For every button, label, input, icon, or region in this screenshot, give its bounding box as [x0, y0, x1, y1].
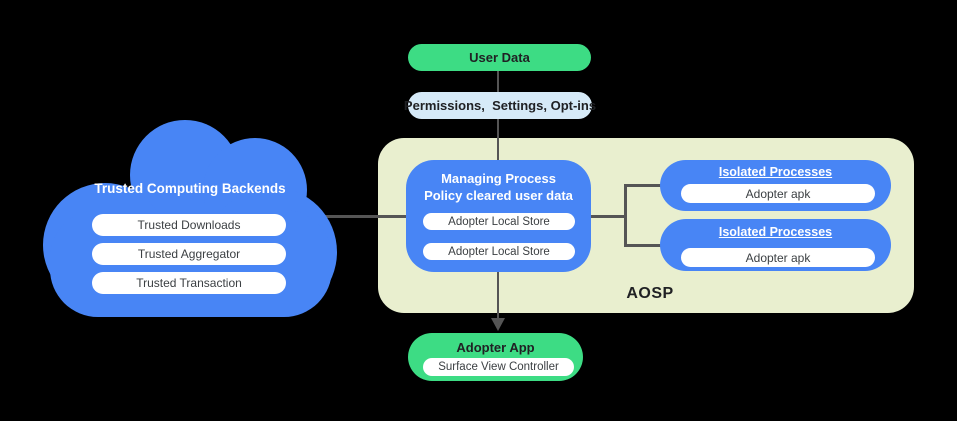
adopter-app-title: Adopter App [456, 340, 535, 355]
adopter-apk-pill-2: Adopter apk [681, 248, 875, 267]
permissions-settings-pill: Permissions, Settings, Opt-ins [404, 92, 596, 119]
cloud-title: Trusted Computing Backends [94, 181, 286, 196]
isolated-processes-title-1: Isolated Processes [718, 165, 833, 179]
isolated-processes-title-2: Isolated Processes [718, 225, 833, 239]
managing-process-title-line1: Managing Process [441, 171, 556, 186]
managing-process-title: Managing Process Policy cleared user dat… [406, 170, 591, 204]
arrow-down-icon [491, 318, 505, 331]
managing-process-title-line2: Policy cleared user data [424, 188, 573, 203]
aosp-label: AOSP [626, 285, 674, 302]
connector-cloud-managing [320, 215, 406, 218]
isolated-processes-box-1: Isolated Processes Adopter apk [660, 160, 891, 211]
connector-permissions-managing [497, 119, 499, 160]
connector-branch-isolated-1 [624, 184, 662, 187]
connector-managing-adopter [497, 272, 499, 319]
trusted-aggregator-pill: Trusted Aggregator [92, 243, 286, 265]
surface-view-controller-pill: Surface View Controller [423, 358, 574, 376]
connector-branch-isolated-2 [624, 244, 662, 247]
adopter-app-box: Adopter App Surface View Controller [408, 333, 583, 381]
user-data-pill: User Data [408, 44, 591, 71]
adopter-apk-pill-1: Adopter apk [681, 184, 875, 203]
connector-managing-branch [591, 215, 627, 218]
connector-branch-vertical [624, 184, 627, 247]
trusted-downloads-pill: Trusted Downloads [92, 214, 286, 236]
adopter-local-store-pill-2: Adopter Local Store [423, 243, 575, 260]
trusted-transaction-pill: Trusted Transaction [92, 272, 286, 294]
managing-process-box: Managing Process Policy cleared user dat… [406, 160, 591, 272]
adopter-local-store-pill-1: Adopter Local Store [423, 213, 575, 230]
isolated-processes-box-2: Isolated Processes Adopter apk [660, 219, 891, 271]
connector-userdata-permissions [497, 71, 499, 93]
